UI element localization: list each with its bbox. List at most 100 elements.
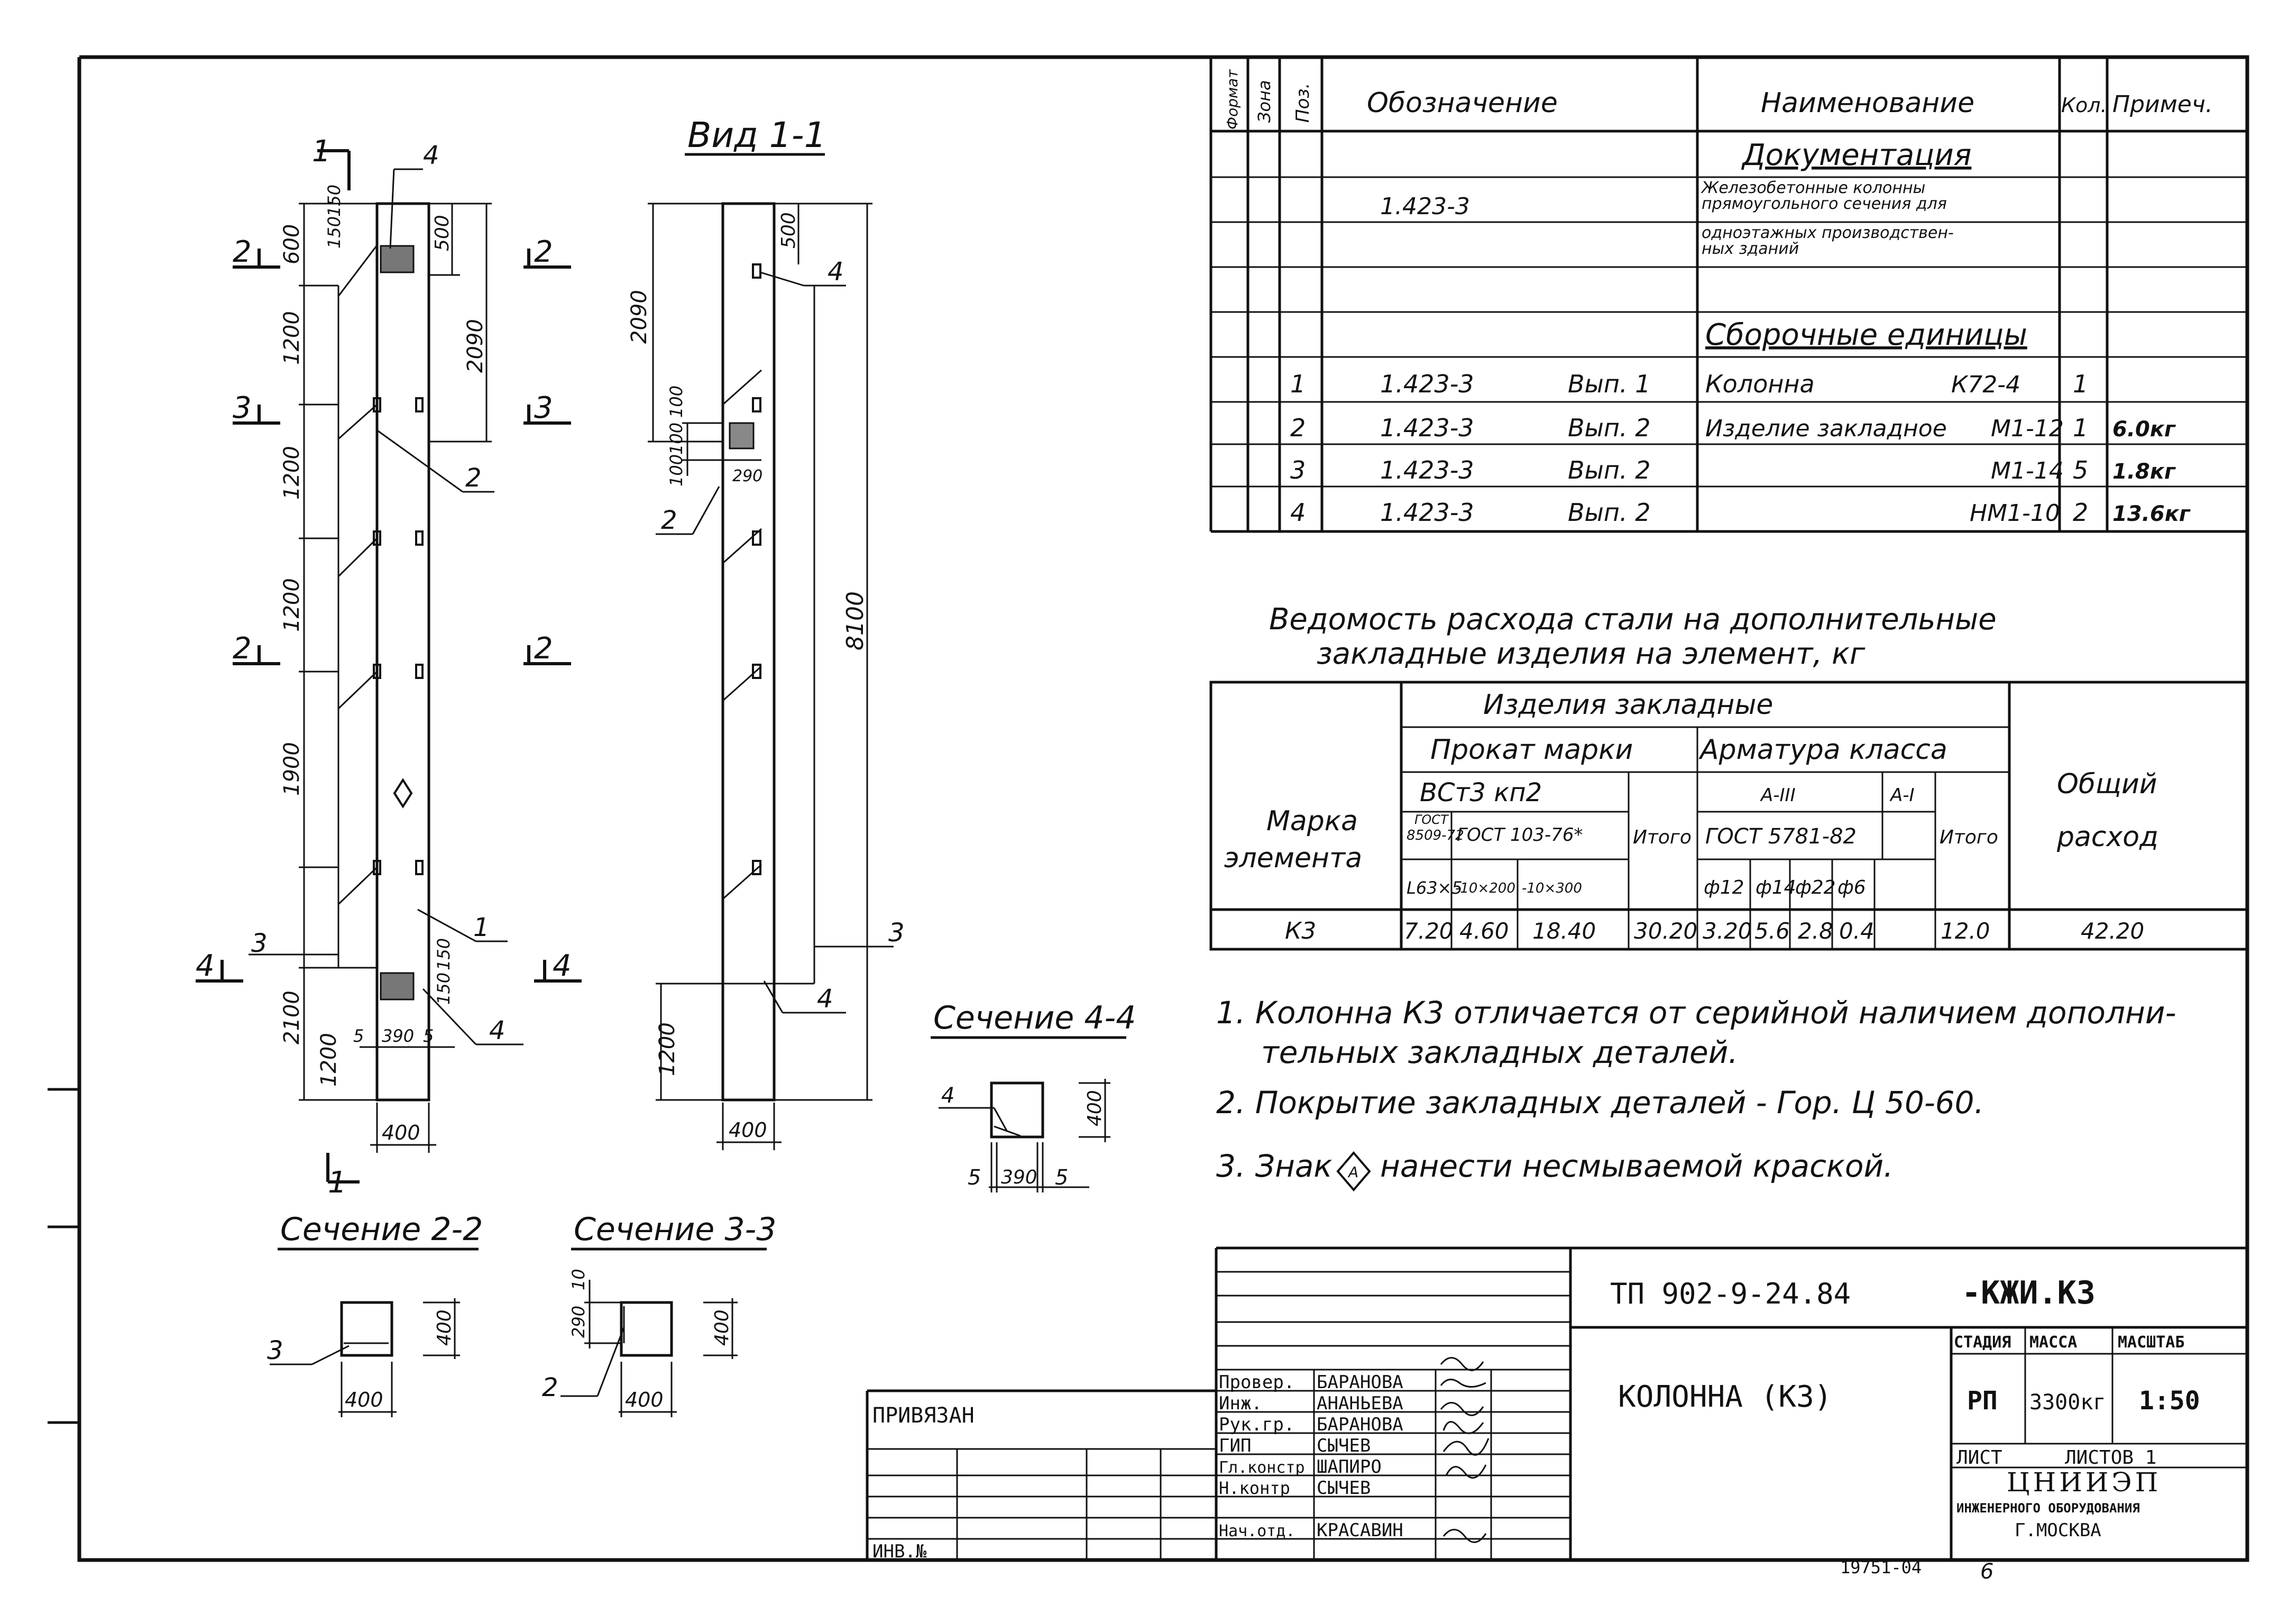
drawing-code-suffix: -КЖИ.К3 — [1962, 1274, 2096, 1311]
dim-label: 400 — [345, 1388, 383, 1411]
note-line: нанести несмываемой краской. — [1380, 1148, 1894, 1184]
svg-text:5: 5 — [2073, 456, 2088, 484]
table-header: Обозначение — [1367, 87, 1558, 119]
svg-text:БАРАНОВА: БАРАНОВА — [1317, 1372, 1403, 1393]
svg-text:3300кг: 3300кг — [2029, 1390, 2106, 1415]
section-mark: 4 — [196, 949, 215, 983]
dim-label: 290 — [732, 467, 762, 485]
section-3-3: Сечение 3-3 290 10 400 400 2 — [542, 1211, 776, 1417]
section-mark: 2 — [233, 235, 252, 269]
dim-label: 5 — [1055, 1166, 1068, 1190]
dim-label: 100 — [666, 386, 686, 418]
table-header: Изделия закладные — [1483, 689, 1773, 721]
svg-text:ф6: ф6 — [1837, 877, 1866, 898]
dim-label: 150 — [434, 938, 454, 970]
embedded-plate-top — [380, 245, 415, 273]
table-row: 2 1.423-3 Вып. 2 Изделие закладное М1-12… — [1290, 414, 2176, 442]
svg-text:1: 1 — [2073, 414, 2088, 442]
section-mark: 1 — [312, 134, 331, 169]
table-row: 1 1.423-3 Вып. 1 Колонна К72-4 1 — [1290, 370, 2088, 398]
table-header: А-III — [1760, 785, 1796, 806]
table-header: Формат — [1224, 69, 1241, 130]
svg-text:ф14: ф14 — [1756, 877, 1796, 898]
callout-number: 2 — [661, 506, 677, 535]
section-heading: Документация — [1741, 138, 1971, 172]
sheet-frame — [48, 55, 2249, 1562]
dim-label: 5 — [353, 1026, 364, 1046]
svg-text:Изделие закладное: Изделие закладное — [1705, 415, 1947, 442]
section-title: Сечение 2-2 — [280, 1211, 483, 1248]
dim-label: 10 — [568, 1269, 589, 1290]
table-header: ВСт3 кп2 — [1420, 778, 1542, 808]
svg-text:2: 2 — [1290, 414, 1306, 442]
dim-label: 400 — [625, 1388, 664, 1411]
svg-text:Н.контр: Н.контр — [1219, 1478, 1290, 1498]
dim-label: 2090 — [627, 290, 651, 344]
view-title: Вид 1-1 — [687, 115, 826, 155]
dim-label: 1200 — [280, 446, 304, 500]
table-header: А-I — [1889, 785, 1915, 806]
column-outline — [375, 202, 430, 1102]
svg-text:НМ1-10: НМ1-10 — [1970, 500, 2060, 527]
svg-text:Вып. 1: Вып. 1 — [1568, 370, 1650, 398]
section-4-4: Сечение 4-4 4 400 5 390 5 — [931, 999, 1136, 1192]
svg-text:К3: К3 — [1285, 917, 1316, 944]
table-header: Арматура класса — [1698, 734, 1947, 766]
svg-text:М1-14: М1-14 — [1991, 457, 2064, 484]
svg-text:СЫЧЕВ: СЫЧЕВ — [1317, 1435, 1371, 1456]
svg-text:1:50: 1:50 — [2139, 1386, 2200, 1416]
svg-text:1.423-3: 1.423-3 — [1380, 456, 1474, 484]
front-view — [196, 149, 582, 1183]
callout-number: 4 — [828, 257, 844, 287]
dim-label: 150 — [434, 972, 454, 1005]
svg-text:1: 1 — [2073, 370, 2088, 398]
svg-text:Колонна: Колонна — [1705, 370, 1815, 398]
svg-text:ИНЖЕНЕРНОГО ОБОРУДОВАНИЯ: ИНЖЕНЕРНОГО ОБОРУДОВАНИЯ — [1956, 1501, 2140, 1516]
inv-label: ИНВ.№ — [872, 1541, 927, 1562]
section-2-2: Сечение 2-2 3 400 400 — [267, 1211, 483, 1417]
sign-diamond — [1336, 1151, 1371, 1192]
svg-text:ф22: ф22 — [1795, 877, 1836, 898]
table-header: 8509-72 — [1407, 828, 1464, 843]
svg-text:1.8кг: 1.8кг — [2112, 460, 2176, 484]
svg-text:6.0кг: 6.0кг — [2112, 417, 2176, 442]
dim-label: 600 — [280, 224, 304, 264]
svg-text:Вып. 2: Вып. 2 — [1568, 414, 1650, 442]
callout-number: 4 — [489, 1016, 506, 1045]
sign-diamond — [393, 778, 413, 809]
dim-label: 150 — [324, 185, 344, 217]
doc-designation: 1.423-3 — [1380, 193, 1470, 220]
section-mark: 4 — [553, 949, 572, 983]
dim-label: 1200 — [655, 1022, 679, 1076]
sign-letter: А — [1347, 1163, 1358, 1181]
notes: 1. Колонна К3 отличается от серийной нал… — [1216, 995, 2176, 1192]
svg-text:М1-12: М1-12 — [1991, 415, 2064, 442]
dim-label: 5 — [423, 1026, 434, 1046]
dim-label: 390 — [382, 1026, 414, 1046]
dim-label: 1900 — [280, 742, 304, 796]
callout-number: 1 — [473, 913, 490, 942]
callout-number: 2 — [542, 1373, 558, 1402]
org-name: ЦНИИЭП — [2007, 1467, 2161, 1498]
svg-text:К72-4: К72-4 — [1951, 371, 2020, 398]
table-header: Примеч. — [2112, 91, 2213, 118]
svg-text:Вып. 2: Вып. 2 — [1568, 456, 1650, 484]
dim-label: 2090 — [463, 319, 488, 373]
svg-text:1: 1 — [1290, 370, 1306, 398]
table-header: Общий — [2057, 768, 2157, 800]
dim-label: 100 — [666, 423, 686, 455]
svg-text:КРАСАВИН: КРАСАВИН — [1317, 1520, 1403, 1541]
section-mark: 2 — [534, 235, 553, 269]
title-block: ТП 902-9-24.84 -КЖИ.К3 КОЛОННА (К3) СТАД… — [866, 1246, 2247, 1584]
svg-text:4.60: 4.60 — [1459, 918, 1509, 944]
doc-name: ных зданий — [1702, 240, 1799, 258]
dim-label: 400 — [1084, 1090, 1106, 1126]
dim-label: 400 — [382, 1121, 420, 1144]
spec-table: Формат Зона Поз. Обозначение Наименовани… — [1209, 57, 2247, 533]
svg-text:1.423-3: 1.423-3 — [1380, 498, 1474, 527]
svg-text:4: 4 — [1290, 498, 1306, 527]
table-header: ГОСТ — [1414, 812, 1449, 827]
svg-text:18.40: 18.40 — [1532, 918, 1596, 944]
svg-text:3: 3 — [1290, 456, 1306, 484]
drawing-code: ТП 902-9-24.84 — [1610, 1277, 1851, 1310]
